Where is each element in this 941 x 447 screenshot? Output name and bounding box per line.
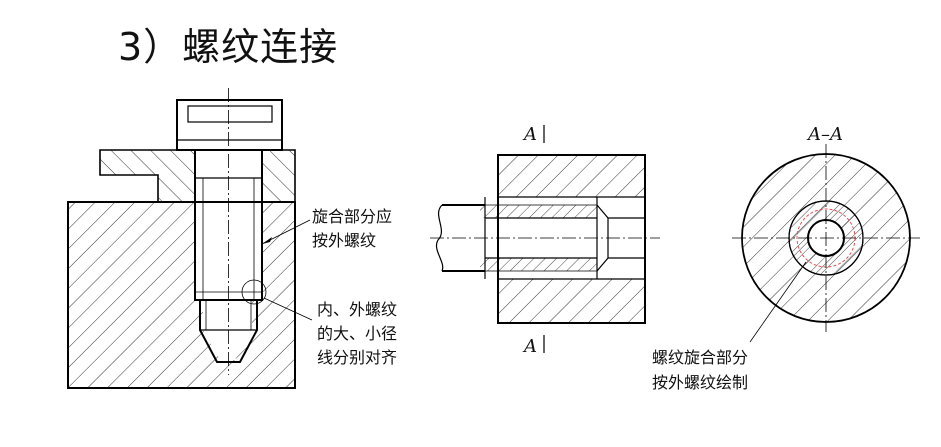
section-view-label: A–A [806, 124, 843, 145]
screw-joint-view [67, 88, 313, 389]
page-title: 3）螺纹连接 [118, 25, 339, 69]
upper-plate [99, 149, 296, 203]
annotation-line: 线分别对齐 [317, 348, 397, 367]
annotation-line: 螺纹旋合部分 [652, 348, 748, 367]
annotation-line: 按外螺纹 [312, 231, 376, 250]
base-block [68, 202, 295, 388]
detail-circle [241, 279, 267, 305]
annotation-line: 旋合部分应 [312, 207, 392, 226]
threaded-hole-view [430, 154, 660, 324]
section-mark-top: A [522, 124, 537, 145]
annotation-line: 内、外螺纹 [317, 300, 397, 319]
annotation-line: 按外螺纹绘制 [652, 373, 748, 392]
screw-head [176, 99, 283, 151]
annotation-line: 的大、小径 [317, 324, 397, 343]
section-view-a-a [732, 144, 920, 343]
section-mark-bottom: A [522, 336, 537, 357]
